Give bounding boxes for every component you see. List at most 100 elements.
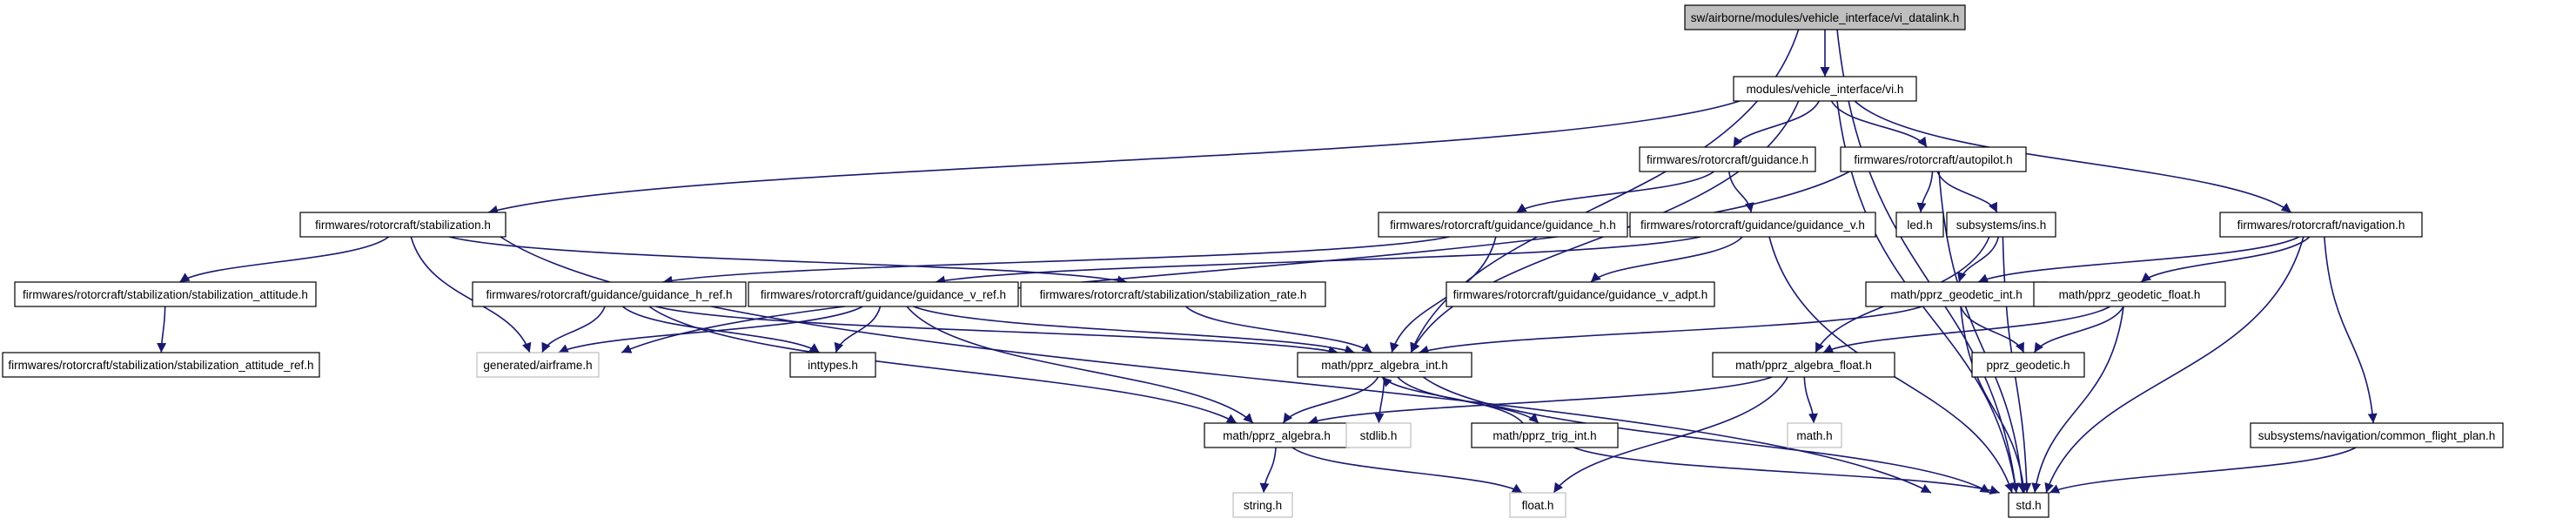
edge-autopilot-to-led (1916, 171, 1934, 213)
edge-alg_float-to-float (1553, 376, 1788, 494)
node-guidance[interactable]: firmwares/rotorcraft/guidance.h (1639, 146, 1816, 172)
edge-guid_v_ref-to-alg_int (913, 306, 1355, 354)
node-label: math/pprz_trig_int.h (1493, 429, 1596, 442)
edge-navigation-to-geo_int (1977, 236, 2300, 283)
edge-vi-to-navigation (1854, 100, 2292, 213)
edge-guid_v_ref-to-inttypes (834, 306, 882, 353)
node-box (789, 352, 876, 378)
node-label: math.h (1796, 429, 1832, 442)
edge-guid_v_ref-to-algebra (906, 306, 1254, 424)
edge-vi-to-std (1836, 100, 2020, 494)
node-root[interactable]: sw/airborne/modules/vehicle_interface/vi… (1684, 4, 1966, 30)
node-alg-int[interactable]: math/pprz_algebra_int.h (1297, 352, 1472, 378)
node-stab-rate[interactable]: firmwares/rotorcraft/stabilization/stabi… (1020, 281, 1326, 307)
node-label: pprz_geodetic.h (1986, 359, 2070, 372)
node-guid-v-adpt[interactable]: firmwares/rotorcraft/guidance/guidance_v… (1446, 281, 1715, 307)
node-box (1378, 212, 1628, 238)
node-geo-int[interactable]: math/pprz_geodetic_int.h (1865, 281, 2048, 307)
node-box (1712, 352, 1895, 378)
node-label: firmwares/rotorcraft/guidance/guidance_v… (1453, 288, 1708, 301)
node-label: subsystems/navigation/common_flight_plan… (2258, 429, 2495, 442)
node-box (1946, 212, 2056, 238)
edge-guid_h_ref-to-airframe (541, 306, 606, 353)
edge-geo_int-to-alg_int (1419, 306, 1922, 355)
node-trig-int[interactable]: math/pprz_trig_int.h (1471, 422, 1619, 448)
node-label: stdlib.h (1360, 429, 1398, 442)
node-geodetic[interactable]: pprz_geodetic.h (1971, 352, 2085, 378)
node-box (1020, 281, 1326, 307)
edge-vi-to-autopilot (1830, 100, 1928, 148)
node-box (299, 212, 506, 238)
node-std[interactable]: std.h (2008, 492, 2049, 518)
node-vi[interactable]: modules/vehicle_interface/vi.h (1733, 76, 1917, 102)
edge-guid_v_ref-to-airframe (558, 306, 863, 353)
node-ins[interactable]: subsystems/ins.h (1946, 212, 2056, 238)
edge-algebra-to-float (1291, 447, 1523, 494)
node-airframe: generated/airframe.h (476, 352, 600, 378)
node-label: sw/airborne/modules/vehicle_interface/vi… (1691, 11, 1959, 24)
node-stab-att[interactable]: firmwares/rotorcraft/stabilization/stabi… (14, 281, 317, 307)
node-stab-att-ref[interactable]: firmwares/rotorcraft/stabilization/stabi… (2, 352, 320, 378)
edge-guid_h-to-alg_int (1390, 236, 1497, 353)
node-algebra[interactable]: math/pprz_algebra.h (1204, 422, 1350, 448)
edge-alg_int-to-std (1422, 376, 1991, 494)
node-label: string.h (1244, 499, 1282, 512)
node-box (1971, 352, 2085, 378)
node-geo-float[interactable]: math/pprz_geodetic_float.h (2033, 281, 2226, 307)
edge-stabilization-to-stab_rate (448, 236, 1128, 286)
node-box (1509, 492, 1566, 518)
node-navigation[interactable]: firmwares/rotorcraft/navigation.h (2219, 212, 2423, 238)
edge-geo_float-to-geodetic (2033, 306, 2124, 353)
edge-guid_h_ref-to-alg_int (655, 306, 1338, 356)
node-box (1733, 76, 1917, 102)
edge-geo_float-to-std (2031, 306, 2124, 494)
node-label: math/pprz_algebra_int.h (1321, 359, 1448, 372)
edge-geo_float-to-alg_float (1822, 306, 2110, 353)
nodes-layer: sw/airborne/modules/vehicle_interface/vi… (2, 4, 2504, 518)
node-guid-v-ref[interactable]: firmwares/rotorcraft/guidance/guidance_v… (748, 281, 1019, 307)
node-label: std.h (2016, 499, 2041, 512)
node-guid-v[interactable]: firmwares/rotorcraft/guidance/guidance_v… (1629, 212, 1876, 238)
edge-cfp-to-std (2049, 447, 2357, 494)
edge-navigation-to-geo_float (2140, 236, 2311, 283)
edge-guid_v-to-guid_v_ref (935, 236, 1701, 286)
node-box (1787, 422, 1842, 448)
node-box (1865, 281, 2048, 307)
node-guid-h[interactable]: firmwares/rotorcraft/guidance/guidance_h… (1378, 212, 1628, 238)
node-led[interactable]: led.h (1895, 212, 1944, 238)
edge-alg_float-to-math (1803, 376, 1818, 424)
node-label: firmwares/rotorcraft/guidance/guidance_v… (1640, 219, 1865, 232)
node-label: firmwares/rotorcraft/guidance/guidance_h… (486, 288, 733, 301)
edge-navigation-to-std (2044, 236, 2304, 494)
node-label: firmwares/rotorcraft/stabilization/stabi… (1040, 288, 1307, 301)
node-box (472, 281, 747, 307)
node-label: firmwares/rotorcraft/guidance/guidance_v… (761, 288, 1006, 301)
edge-vi-to-guidance (1733, 100, 1820, 148)
node-alg-float[interactable]: math/pprz_algebra_float.h (1712, 352, 1895, 378)
edge-trig_int-to-std (1573, 447, 2000, 495)
node-box (1895, 212, 1944, 238)
node-label: firmwares/rotorcraft/guidance/guidance_h… (1390, 219, 1616, 232)
node-box (1297, 352, 1472, 378)
node-autopilot[interactable]: firmwares/rotorcraft/autopilot.h (1840, 146, 2027, 172)
node-box (1684, 4, 1966, 30)
node-box (476, 352, 600, 378)
edge-vi-to-stabilization (487, 100, 1741, 215)
node-box (1345, 422, 1412, 448)
node-box (2219, 212, 2423, 238)
node-label: firmwares/rotorcraft/navigation.h (2237, 219, 2405, 232)
node-label: firmwares/rotorcraft/stabilization/stabi… (23, 288, 308, 301)
node-cfp[interactable]: subsystems/navigation/common_flight_plan… (2250, 422, 2504, 448)
edge-geo_int-to-std (1960, 306, 2029, 494)
edge-guidance-to-guid_v (1727, 171, 1754, 213)
node-box (14, 281, 317, 307)
node-guid-h-ref[interactable]: firmwares/rotorcraft/guidance/guidance_h… (472, 281, 747, 307)
node-box (1446, 281, 1715, 307)
edge-autopilot-to-ins (1936, 171, 1998, 213)
node-stabilization[interactable]: firmwares/rotorcraft/stabilization.h (299, 212, 506, 238)
node-label: generated/airframe.h (483, 359, 592, 372)
node-inttypes[interactable]: inttypes.h (789, 352, 876, 378)
node-box (1204, 422, 1350, 448)
edge-stabilization-to-stab_att (178, 236, 390, 283)
